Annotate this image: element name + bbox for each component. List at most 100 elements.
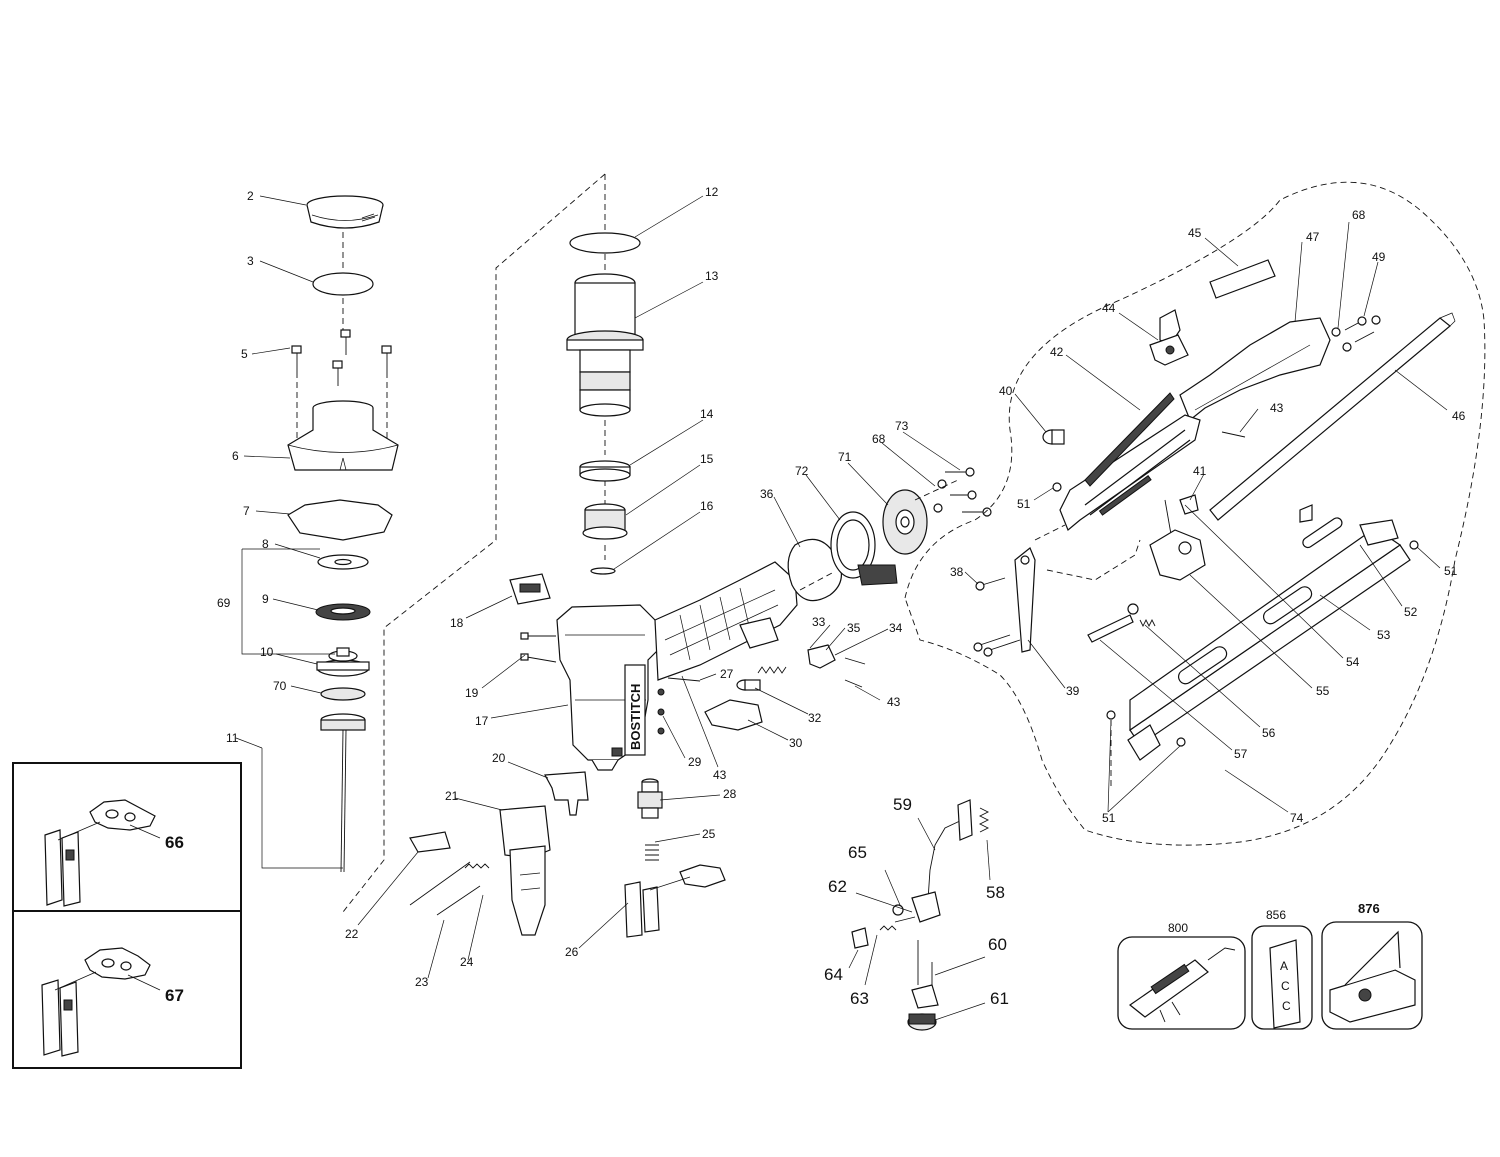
side-screws-part <box>657 688 665 735</box>
trigger-block-part <box>807 644 836 669</box>
magazine-stop-part <box>1042 429 1065 445</box>
bumper-part <box>315 603 371 621</box>
part-label-29: 29 <box>688 755 702 769</box>
part-label-67: 67 <box>165 986 184 1005</box>
cylinder-cap-part <box>287 400 399 471</box>
part-label-35: 35 <box>847 621 861 635</box>
nose-pin-part <box>409 861 481 916</box>
part-label-45: 45 <box>1188 226 1202 240</box>
magazine-clip-part <box>1299 504 1313 523</box>
washer-part <box>317 554 369 570</box>
top-cap-part <box>306 195 384 229</box>
part-label-58: 58 <box>986 883 1005 902</box>
part-label-32: 32 <box>808 711 822 725</box>
part-label-8: 8 <box>262 537 269 551</box>
part-label-6: 6 <box>232 449 239 463</box>
part-label-22: 22 <box>345 927 359 941</box>
rear-cover-screws-part <box>933 467 992 517</box>
warning-decal-part <box>509 573 551 605</box>
part-label-9: 9 <box>262 592 269 606</box>
part-label-27: 27 <box>720 667 734 681</box>
adjust-screw-65-part <box>892 904 904 916</box>
magazine-pin-part <box>1221 431 1246 438</box>
piston-part <box>316 647 370 677</box>
trigger-part <box>704 699 763 731</box>
part-label-800: 800 <box>1168 921 1188 935</box>
nosepiece-part <box>499 805 551 936</box>
cylinder-o-ring-part <box>569 232 641 254</box>
adjust-spring-63-part <box>879 925 897 931</box>
part-label-25: 25 <box>702 827 716 841</box>
cylinder-seal-part <box>579 460 631 482</box>
trigger-bushing-part <box>736 679 761 691</box>
part-label-11: 11 <box>226 731 239 745</box>
part-label-56: 56 <box>1262 726 1276 740</box>
wire-arm-part <box>927 819 963 901</box>
part-label-62: 62 <box>828 877 847 896</box>
inset-box-66: 66 <box>12 762 242 912</box>
inset-box-67: 67 <box>12 910 242 1069</box>
part-label-13: 13 <box>705 269 719 283</box>
part-label-3: 3 <box>247 254 254 268</box>
part-label-51-right: 51 <box>1444 564 1458 578</box>
part-label-7: 7 <box>243 504 250 518</box>
magazine-cover-part <box>1179 317 1331 421</box>
adjust-spring-part <box>978 807 990 833</box>
part-label-10: 10 <box>260 645 274 659</box>
rear-cover-part <box>882 489 928 555</box>
part-label-51-bottom: 51 <box>1102 811 1116 825</box>
acc-letter-2: C <box>1281 979 1290 993</box>
part-label-69: 69 <box>217 596 231 610</box>
part-label-18: 18 <box>450 616 464 630</box>
adjust-knob-cap-part <box>851 927 869 949</box>
trigger-pin-part <box>667 677 701 682</box>
part-label-15: 15 <box>700 452 714 466</box>
part-label-14: 14 <box>700 407 714 421</box>
magazine-screw-51c-part <box>1106 710 1116 720</box>
end-cap-gasket-part <box>787 538 842 602</box>
main-housing-part: BOSTITCH <box>556 561 798 771</box>
part-label-36: 36 <box>760 487 774 501</box>
part-label-60: 60 <box>988 935 1007 954</box>
cover-screws-part <box>1331 315 1381 352</box>
part-label-61: 61 <box>990 989 1009 1008</box>
part-label-59: 59 <box>893 795 912 814</box>
part-label-70: 70 <box>273 679 287 693</box>
pusher-rod-part <box>1209 312 1456 521</box>
trigger-spring-part <box>645 844 659 861</box>
part-label-52: 52 <box>1404 605 1418 619</box>
part-label-5: 5 <box>241 347 248 361</box>
part-label-47: 47 <box>1306 230 1320 244</box>
head-valve-part <box>582 503 628 540</box>
part-label-65: 65 <box>848 843 867 862</box>
part-label-876: 876 <box>1358 901 1380 916</box>
magazine-latch-part <box>1149 309 1189 366</box>
part-label-49: 49 <box>1372 250 1386 264</box>
part-label-43-lower: 43 <box>713 768 727 782</box>
part-label-63: 63 <box>850 989 869 1008</box>
cylinder-part <box>566 273 644 417</box>
part-label-54: 54 <box>1346 655 1360 669</box>
part-label-68-magazine: 68 <box>1352 208 1366 222</box>
magazine-screw-51b-part <box>1409 540 1419 550</box>
trigger-area-group: 36 72 71 68 73 33 35 34 32 30 43 <box>704 419 992 750</box>
housing-screws-part <box>520 632 557 663</box>
part-label-856: 856 <box>1266 908 1286 922</box>
nose-latch-part <box>409 831 451 853</box>
part-label-53: 53 <box>1377 628 1391 642</box>
accessory-856-group: A C C 856 <box>1251 908 1313 1030</box>
acc-letter-1: A <box>1280 959 1288 973</box>
part-label-38: 38 <box>950 565 964 579</box>
part-label-30: 30 <box>789 736 803 750</box>
safety-arm-part <box>624 864 726 938</box>
part-label-21: 21 <box>445 789 459 803</box>
magazine-assembly-group: 45 47 68 49 46 43 44 42 40 51 41 51 52 5… <box>904 181 1486 846</box>
part-label-71: 71 <box>838 450 852 464</box>
part-label-16: 16 <box>700 499 714 513</box>
trigger-valve-part <box>637 778 663 819</box>
adjust-wheel-part <box>907 1013 937 1031</box>
nose-bracket-part <box>544 771 589 816</box>
follower-bracket-part <box>1179 494 1199 515</box>
part-label-39: 39 <box>1066 684 1080 698</box>
